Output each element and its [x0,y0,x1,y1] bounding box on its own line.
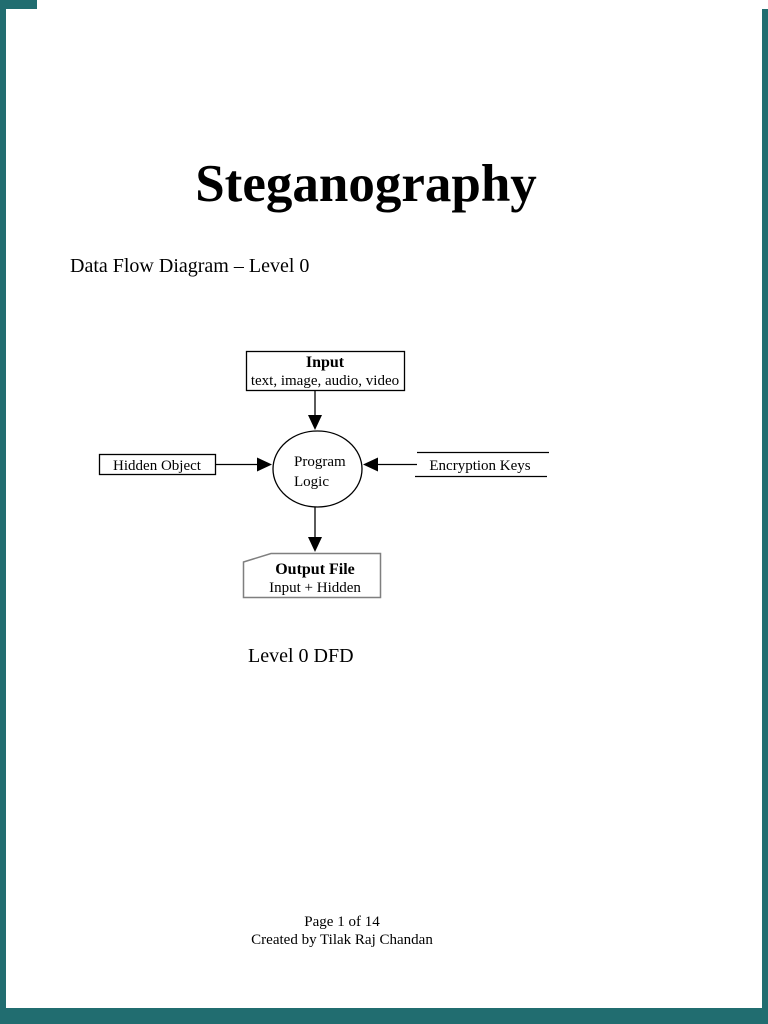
arrow-head-left-icon [363,457,378,472]
encryption-keys-source: Encryption Keys [415,451,549,478]
process-label-line1: Program [294,454,346,470]
hidden-object-label: Hidden Object [113,458,202,474]
viewer-edge-bottom [0,1008,768,1024]
footer-credit: Created by Tilak Raj Chandan [251,932,433,949]
document-title: Steganography [195,155,537,213]
arrow-head-down-icon [308,537,322,552]
footer-page-indicator: Page 1 of 14 [304,914,380,930]
process-to-output-arrow [308,507,322,552]
output-file-subtitle: Input + Hidden [269,580,361,596]
output-file-border [242,552,382,599]
viewer-edge-left [0,9,6,1008]
viewer-edge-right [762,9,768,1008]
hidden-object-border [98,453,217,476]
process-ellipse: Program Logic [272,430,363,508]
hidden-object-box: Hidden Object [98,453,217,476]
process-ellipse-border [272,430,363,508]
output-file-title: Output File [275,561,355,578]
input-box-border [245,350,406,392]
input-box-title: Input [306,354,345,371]
arrow-head-right-icon [257,457,272,472]
input-to-process-arrow [308,391,322,430]
encryption-to-process-arrow [363,457,417,472]
dfd-level0-diagram: Input text, image, audio, video Program … [98,350,549,599]
process-label-line2: Logic [294,474,329,490]
encryption-keys-label: Encryption Keys [429,458,530,474]
input-box: Input text, image, audio, video [245,350,406,392]
input-box-subtitle: text, image, audio, video [251,373,399,389]
hidden-to-process-arrow [216,457,272,472]
output-file-box: Output File Input + Hidden [242,552,382,599]
arrow-head-down-icon [308,415,322,430]
page-footer: Page 1 of 14 Created by Tilak Raj Chanda… [251,913,433,950]
diagram-caption: Level 0 DFD [248,645,354,667]
section-heading: Data Flow Diagram – Level 0 [70,255,310,277]
viewer-edge-top-left [0,0,37,9]
